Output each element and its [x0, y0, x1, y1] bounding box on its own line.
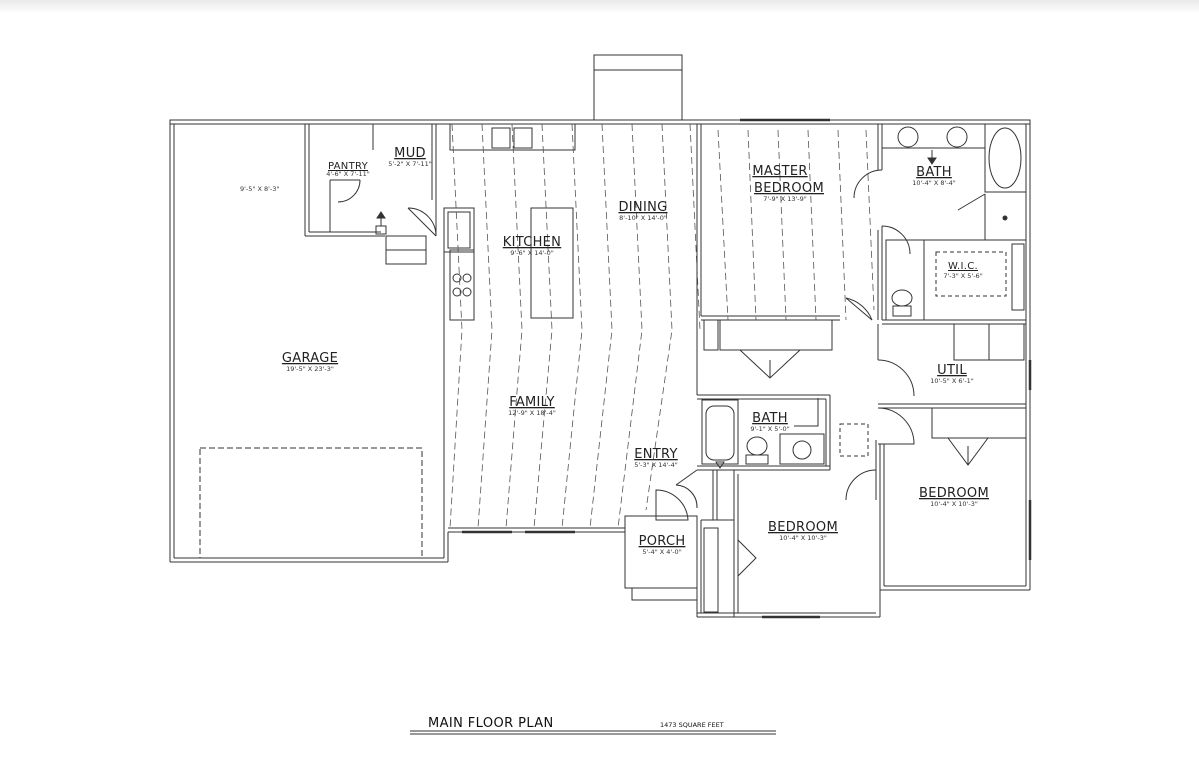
title-block: MAIN FLOOR PLAN 1473 SQUARE FEET — [410, 716, 776, 735]
bedroom-3-dim: 10'-4" X 10'-3" — [930, 500, 978, 508]
garage-area — [199, 124, 423, 559]
entry-porch — [624, 469, 757, 617]
hall-bath-fixtures — [697, 394, 831, 471]
dining-label: DINING — [618, 200, 667, 215]
room-labels: 9'-5" X 8'-3" GARAGE 19'-5" X 23'-3" MUD… — [240, 146, 989, 556]
master-bedroom-label-2: BEDROOM — [754, 181, 824, 196]
bedroom-2-dim: 10'-4" X 10'-3" — [779, 534, 827, 542]
kitchen-counters — [449, 123, 576, 321]
square-footage: 1473 SQUARE FEET — [660, 721, 724, 729]
bedroom-3-label: BEDROOM — [919, 486, 989, 501]
family-label: FAMILY — [509, 395, 555, 410]
viewer-top-bar — [0, 0, 1199, 14]
chimney — [593, 54, 683, 122]
windows — [462, 118, 1032, 619]
garage-label: GARAGE — [282, 351, 338, 366]
entry-label: ENTRY — [634, 447, 678, 462]
mud-pantry — [329, 124, 475, 265]
master-bedroom-label-1: MASTER — [752, 164, 807, 179]
porch-label: PORCH — [639, 534, 686, 549]
kitchen-dim: 9'-6" X 14'-0" — [510, 249, 554, 257]
garage-storage-dim: 9'-5" X 8'-3" — [240, 185, 279, 193]
hall-bath-dim: 9'-1" X 5'-0" — [750, 425, 789, 433]
flooring-lines — [449, 123, 875, 529]
entry-dim: 5'-3" X 14'-4" — [634, 461, 678, 469]
family-dim: 12'-9" X 18'-4" — [508, 409, 556, 417]
bedroom-2-label: BEDROOM — [768, 520, 838, 535]
master-bath-label: BATH — [916, 165, 952, 180]
util-label: UTIL — [937, 363, 967, 378]
kitchen-label: KITCHEN — [503, 235, 561, 250]
porch-dim: 5'-4" X 4'-0" — [642, 548, 681, 556]
master-bath-fixtures — [882, 123, 1027, 321]
mud-label: MUD — [394, 146, 426, 161]
hall-bath-label: BATH — [752, 411, 788, 426]
master-bath-dim: 10'-4" X 8'-4" — [912, 179, 956, 187]
pantry-label: PANTRY — [328, 161, 369, 172]
master-bedroom-dim: 7'-9" X 13'-9" — [763, 195, 807, 203]
garage-dim: 19'-5" X 23'-3" — [286, 365, 334, 373]
mud-dim: 5'-2" X 7'-11" — [388, 160, 432, 168]
pantry-dim: 4'-6" X 7'-11" — [326, 170, 370, 178]
util-dim: 10'-5" X 6'-1" — [930, 377, 974, 385]
dining-dim: 8'-10" X 14'-0" — [619, 214, 667, 222]
wic-dim: 7'-3" X 5'-6" — [943, 272, 982, 280]
interior-walls — [696, 124, 1027, 590]
plan-title: MAIN FLOOR PLAN — [428, 716, 554, 731]
wic-label: W.I.C. — [948, 261, 978, 272]
